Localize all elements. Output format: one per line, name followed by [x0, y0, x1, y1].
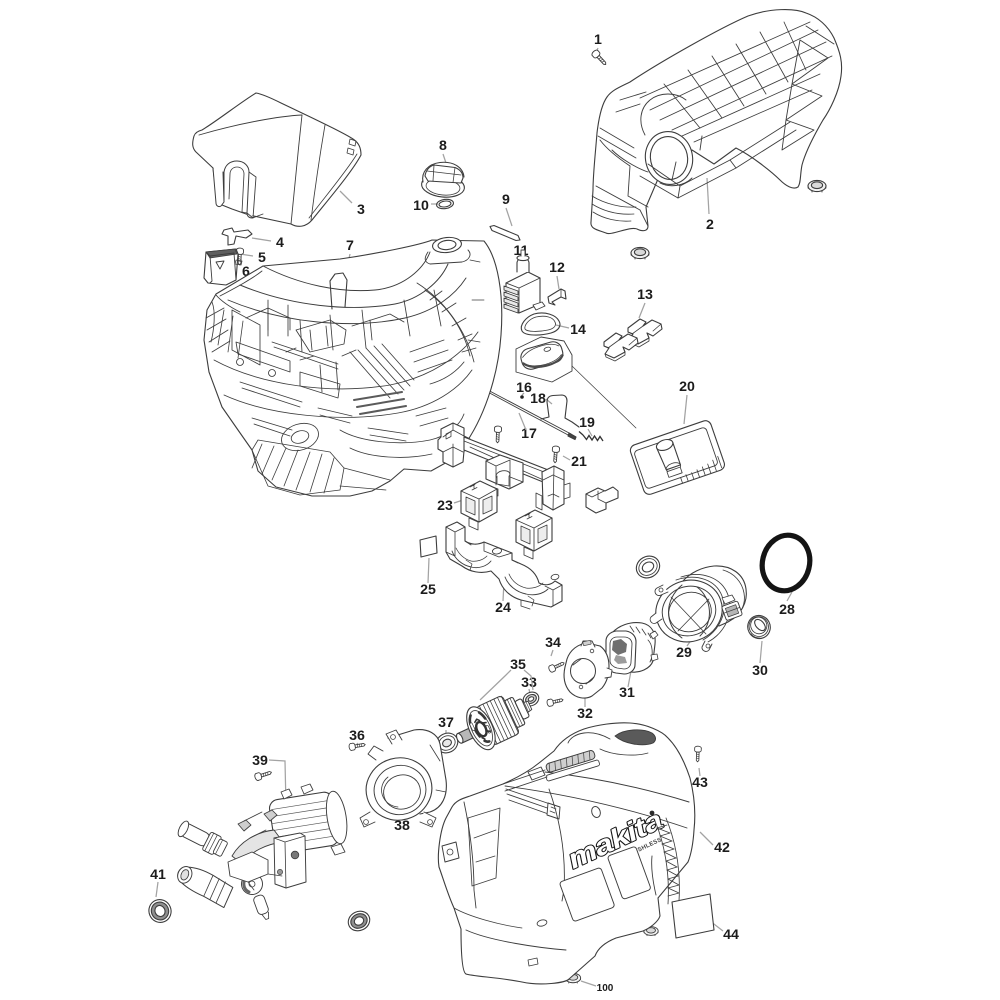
svg-text:8: 8 — [439, 138, 447, 154]
svg-text:24: 24 — [495, 600, 511, 616]
svg-text:12: 12 — [549, 260, 565, 276]
svg-text:6: 6 — [242, 264, 250, 280]
svg-text:18: 18 — [530, 391, 546, 407]
svg-text:23: 23 — [437, 498, 453, 514]
svg-text:1: 1 — [594, 32, 602, 48]
svg-text:17: 17 — [521, 426, 537, 442]
svg-text:37: 37 — [438, 715, 454, 731]
svg-text:33: 33 — [521, 675, 537, 691]
svg-text:21: 21 — [571, 454, 587, 470]
svg-text:19: 19 — [579, 415, 595, 431]
svg-text:31: 31 — [619, 685, 635, 701]
svg-text:2: 2 — [706, 217, 714, 233]
svg-text:42: 42 — [714, 840, 730, 856]
svg-text:9: 9 — [502, 192, 510, 208]
svg-text:30: 30 — [752, 663, 768, 679]
svg-text:44: 44 — [723, 927, 739, 943]
svg-text:38: 38 — [394, 818, 410, 834]
svg-text:25: 25 — [420, 582, 436, 598]
svg-text:16: 16 — [516, 380, 532, 396]
svg-text:4: 4 — [276, 235, 284, 251]
svg-text:39: 39 — [252, 753, 268, 769]
svg-text:28: 28 — [779, 602, 795, 618]
svg-text:36: 36 — [349, 728, 365, 744]
svg-text:14: 14 — [570, 322, 586, 338]
svg-text:5: 5 — [258, 250, 266, 266]
svg-text:13: 13 — [637, 287, 653, 303]
svg-text:43: 43 — [692, 775, 708, 791]
svg-text:35: 35 — [510, 657, 526, 673]
svg-text:100: 100 — [597, 983, 614, 994]
svg-text:7: 7 — [346, 238, 354, 254]
svg-text:10: 10 — [413, 198, 429, 214]
svg-text:3: 3 — [357, 202, 365, 218]
svg-text:29: 29 — [676, 645, 692, 661]
svg-text:41: 41 — [150, 867, 166, 883]
svg-text:34: 34 — [545, 635, 561, 651]
svg-text:20: 20 — [679, 379, 695, 395]
svg-text:32: 32 — [577, 706, 593, 722]
